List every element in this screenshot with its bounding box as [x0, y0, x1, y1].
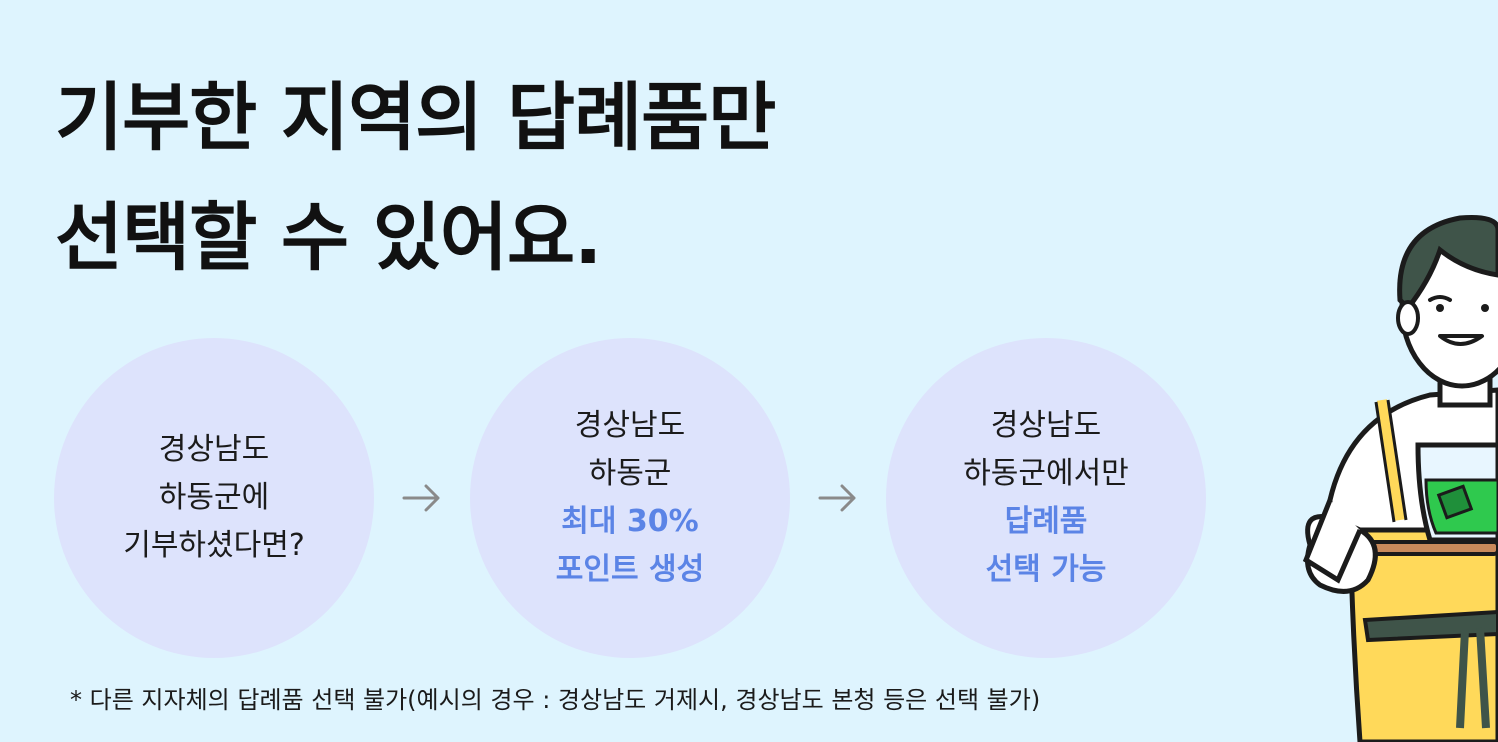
step-3-line-2: 하동군에서만 [963, 456, 1129, 491]
footnote: * 다른 지자체의 답례품 선택 불가(예시의 경우 : 경상남도 거제시, 경… [70, 686, 1041, 714]
step-3-line-1: 경상남도 [990, 408, 1102, 443]
step-1-line-1: 경상남도 [158, 432, 270, 467]
step-2-line-1: 경상남도 [574, 408, 686, 443]
step-2-highlight-2: 포인트 생성 [555, 552, 705, 587]
step-circle-points: 경상남도 하동군 최대 30% 포인트 생성 [470, 338, 790, 658]
waiter-illustration [1302, 215, 1498, 742]
step-1-line-3: 기부하셨다면? [123, 528, 305, 563]
step-2-line-2: 하동군 [588, 456, 672, 491]
arrow-right-icon [402, 484, 440, 512]
step-3-highlight-2: 선택 가능 [985, 552, 1107, 587]
page-title: 기부한 지역의 답례품만 선택할 수 있어요. [55, 58, 776, 298]
headline-line-2: 선택할 수 있어요. [55, 195, 602, 281]
step-3-highlight-1: 답례품 [1004, 504, 1088, 539]
step-1-line-2: 하동군에 [158, 480, 270, 515]
headline-line-1: 기부한 지역의 답례품만 [55, 75, 776, 161]
arrow-right-icon [818, 484, 856, 512]
step-circle-donate: 경상남도 하동군에 기부하셨다면? [54, 338, 374, 658]
step-circle-gift: 경상남도 하동군에서만 답례품 선택 가능 [886, 338, 1206, 658]
step-2-highlight-1: 최대 30% [561, 504, 699, 539]
